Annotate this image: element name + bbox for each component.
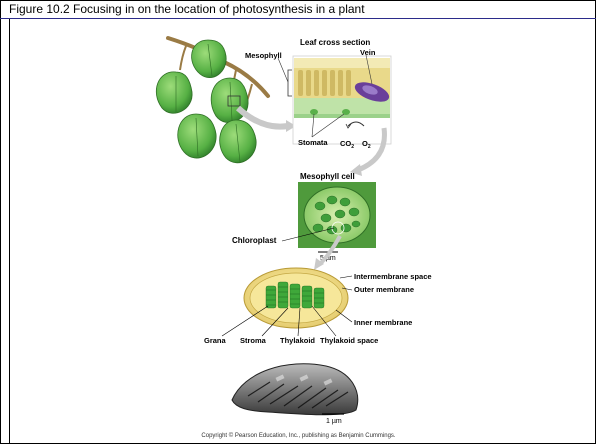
label-stroma: Stroma bbox=[240, 336, 267, 345]
leaf bbox=[211, 78, 248, 123]
label-intermembrane-space: Intermembrane space bbox=[354, 272, 432, 281]
leaf bbox=[192, 40, 227, 78]
label-mesophyll-cell: Mesophyll cell bbox=[300, 172, 355, 181]
label-stomata: Stomata bbox=[298, 138, 328, 147]
chloroplast-micrograph bbox=[232, 364, 358, 415]
leaf bbox=[156, 72, 192, 113]
chloroplast bbox=[222, 268, 352, 336]
label-mesophyll: Mesophyll bbox=[245, 51, 282, 60]
leaf-cross-section bbox=[278, 55, 392, 144]
label-leaf-cross-section: Leaf cross section bbox=[300, 38, 370, 47]
label-vein: Vein bbox=[360, 48, 376, 57]
copyright-notice: Copyright © Pearson Education, Inc., pub… bbox=[0, 433, 597, 439]
label-inner-membrane: Inner membrane bbox=[354, 318, 412, 327]
label-thylakoid-space: Thylakoid space bbox=[320, 336, 378, 345]
label-thylakoid: Thylakoid bbox=[280, 336, 315, 345]
label-chloroplast: Chloroplast bbox=[232, 236, 277, 245]
label-grana: Grana bbox=[204, 336, 227, 345]
label-scale-1um: 1 µm bbox=[326, 418, 342, 425]
label-outer-membrane: Outer membrane bbox=[354, 285, 414, 294]
